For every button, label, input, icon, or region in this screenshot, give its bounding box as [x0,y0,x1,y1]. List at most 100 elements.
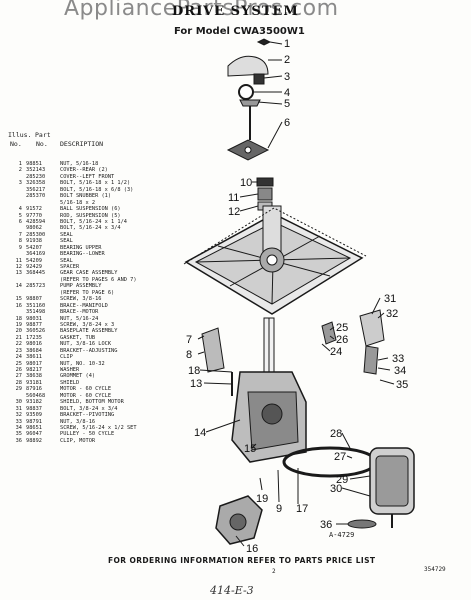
callout-label: 33 [392,353,404,365]
parts-row-description: BRACKET--ADJUSTING [60,347,118,354]
callout-label: 19 [256,493,268,505]
header-illus: Illus. [8,131,32,139]
parts-row-illus: 4 [18,206,22,213]
parts-row-description: 5/16-18 x 2 [60,199,96,206]
parts-row-part-number: 428594 [26,218,46,225]
parts-row-illus: 29 [15,386,22,393]
parts-row-part-number: 352143 [26,167,46,174]
parts-row-illus: 35 [15,431,22,438]
cover-rear-part [227,55,269,77]
parts-row-illus: 1 [18,161,22,167]
parts-row-part-number: 351160 [26,302,46,309]
parts-row-description: ROD, SUSPENSION (5) [60,212,121,219]
parts-row-illus: 8 [18,238,22,245]
callout-label: 28 [330,428,342,440]
parts-row-illus: 18 [15,315,22,322]
callout-label: 14 [194,427,206,439]
parts-row-description: SCREW, 3/8-16 [60,296,102,303]
bolt-part [253,73,265,85]
gear-case-assembly [231,371,307,463]
parts-row-illus: 34 [15,424,22,431]
parts-row-description: BRACKET--PIVOTING [60,412,115,419]
callout-label: 15 [244,443,256,455]
document-number: 354729 [424,566,446,573]
parts-row-description: GASKET, TUB [60,334,96,341]
parts-row-illus: 28 [15,379,22,386]
parts-row-description: BOLT, 5/16-18 x 1 1/2) [60,180,131,187]
callout-label: 26 [336,334,348,346]
parts-row-illus: 3 [18,180,22,187]
parts-row-part-number: 93509 [26,412,42,419]
parts-row-description: (REFER TO PAGE 6) [60,289,115,296]
parts-row-description: BRACE--MOTOR [60,309,99,316]
callout-label: 2 [284,54,290,66]
callout-label: 3 [284,71,290,83]
parts-row-description: NUT, 5/16-24 [60,315,99,322]
brace-manifold [201,327,225,373]
parts-row-part-number: 98877 [26,321,42,328]
parts-row-illus: 26 [15,367,22,373]
parts-row-part-number: 17235 [26,334,42,341]
parts-row-description: GROMMET (4) [60,373,96,380]
parts-row-description: COVER--LEFT FRONT [60,173,115,180]
callout-label: 13 [190,378,202,390]
parts-row-description: PUMP ASSEMBLY [60,283,102,290]
page-title: DRIVE SYSTEM [172,4,299,19]
callout-label: 17 [296,503,308,515]
callout-label: 16 [246,543,258,555]
parts-row-description: SHIELD [60,379,80,386]
parts-row-illus: 11 [15,257,22,264]
callout-label: 6 [284,117,290,129]
parts-row-description: CLIP [60,354,73,361]
parts-row-illus: 36 [15,437,22,444]
parts-row: (REFER TO PAGES 6 AND 7) [4,277,204,283]
parts-row-part-number: 560468 [26,392,46,399]
parts-row-part-number: 285370 [26,193,46,200]
parts-row-illus: 5 [18,212,22,219]
parts-row-description: NUT, 3/8-16 [60,418,96,425]
parts-row-part-number: 92429 [26,264,42,270]
baseplate-assembly [184,205,364,315]
model-subtitle: For Model CWA3500W1 [174,26,305,37]
parts-row-part-number: 38684 [26,347,42,354]
parts-row-description: MOTOR - 60 CYCLE [60,386,112,393]
motor-clip [347,519,377,529]
parts-row-description: BOLT, 5/16-18 x 6/8 (3) [60,186,134,193]
parts-row-description: NUT, 5/16-18 [60,161,99,167]
parts-row-illus: 33 [15,418,22,425]
parts-row-description: NUT, 3/8-16 LOCK [60,341,112,348]
callout-label: 8 [186,349,192,361]
callout-label: 5 [284,98,290,110]
parts-row-description: BALL SUSPENSION (6) [60,206,121,213]
callout-label: 31 [384,293,396,305]
callouts-layer: 1234561011127818131415161719931322526243… [186,38,408,555]
parts-row-description: PULLEY - 50 CYCLE [60,431,115,438]
parts-row-part-number: 364169 [26,251,46,258]
parts-row-illus: 14 [15,283,22,290]
parts-row-description: BOLT, 3/8-24 x 3/4 [60,405,118,412]
parts-row-illus: 15 [15,296,22,303]
